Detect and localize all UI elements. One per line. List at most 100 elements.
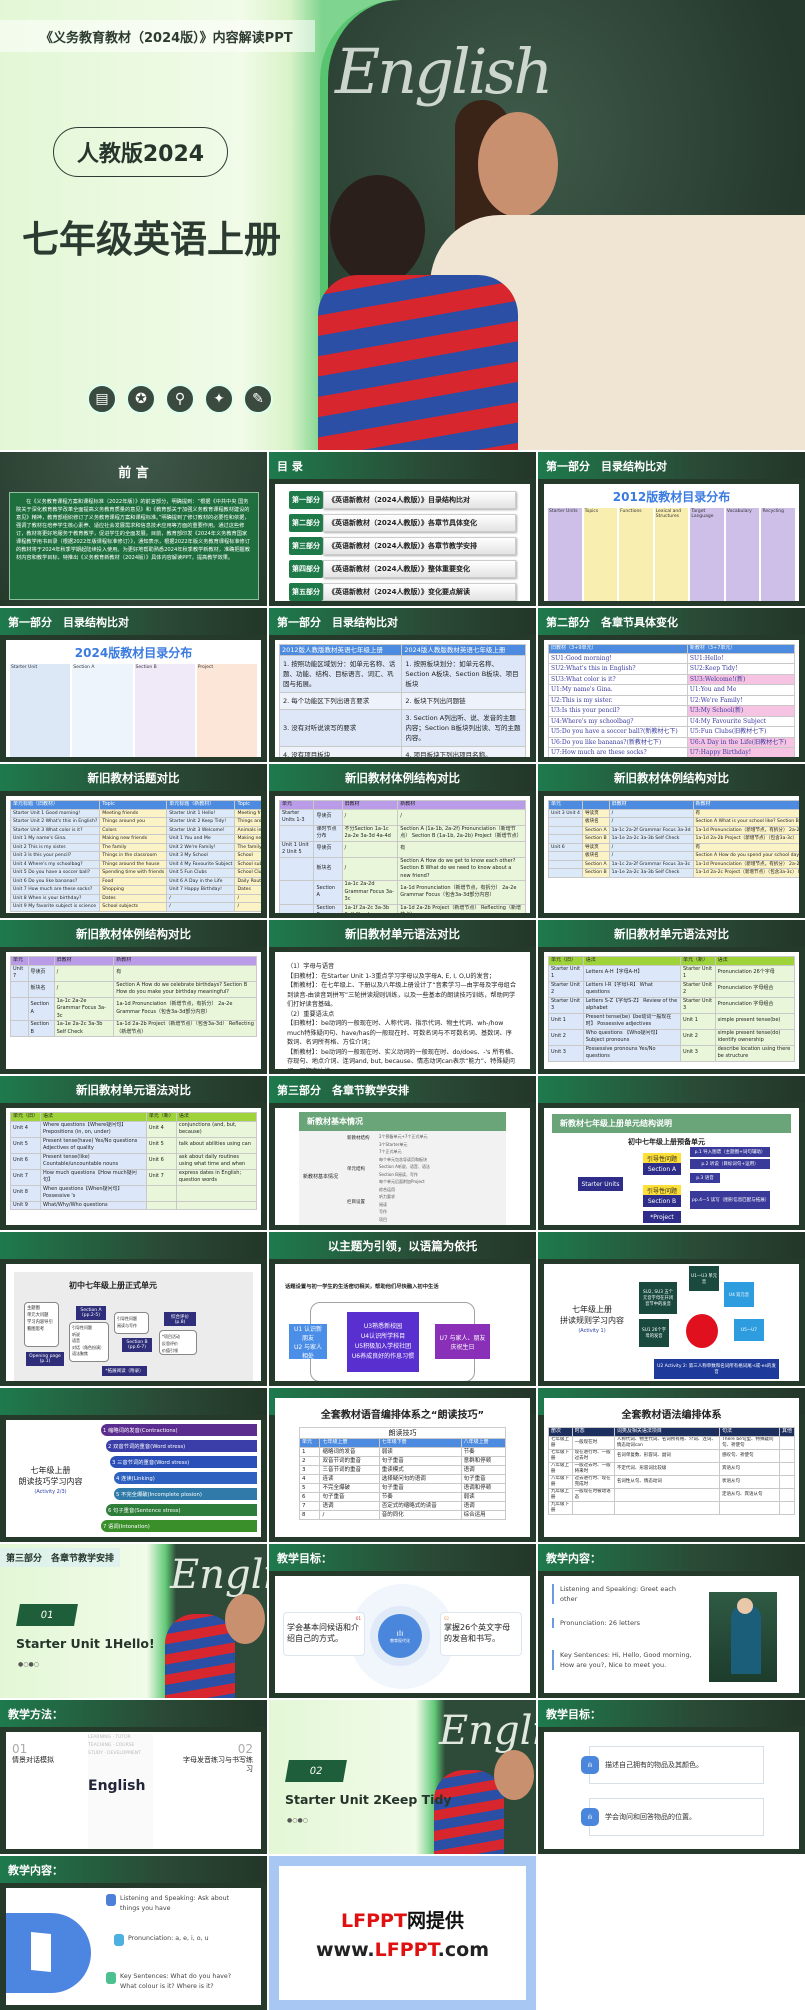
toc-item[interactable]: 第三部分《英语新教材（2024人教版）》各章节教学安排 [289,537,516,555]
slide-title: 第一部分 目录结构比对 [546,459,667,473]
table-cell: / [608,851,694,861]
toc-item[interactable]: 第五部分《英语新教材（2024人教版）》变化要点解读 [289,583,516,601]
table-cell: Unit 4 Where's my schoolbag? [9,859,101,869]
slide-thumbnail[interactable]: 前 言在《义务教育课程方案和课程标准（2022年版）》的前言部分，明确提到：“根… [0,452,267,606]
slide-thumbnail[interactable]: 第二部分 各章节具体变化旧教材（3+9单元）新教材（3+7单元）SU1:Good… [538,608,805,762]
column-header: 单元 [278,800,315,810]
slide-thumbnail[interactable]: 新旧教材单元语法对比（1）字母与语音【旧教材】：在Starter Unit 1-… [269,920,536,1074]
table-cell: 板块名 [313,856,343,881]
table-cell: Unit 5 [145,1136,177,1154]
slide-thumbnail[interactable]: 新教材七年级上册单元结构说明 初中七年级上册预备单元 Starter Units… [538,1076,805,1230]
toc-column: Lexical and Structures [654,508,689,601]
table-cell: School subjects [234,859,261,869]
url-suffix: .com [437,1938,490,1961]
slide-title: 以主题为引领，以语篇为依托 [327,1238,478,1253]
data-table: 册次时态词类及相关语法项目句法其他七年级上册一般现在时人称代词、物主代词、名词所… [548,1427,796,1515]
student-shirt [318,275,518,450]
column-header: 句法 [719,1427,780,1437]
slide-thumbnail[interactable]: 第三部分 各章节教学安排新教材基本情况 新教材基本情况 新教材结构单元结构栏目设… [269,1076,536,1230]
table-cell: 语调和停顿 [460,1482,507,1493]
toc-column: Project [196,664,257,757]
table-cell: / [234,902,261,912]
table-cell [571,1500,615,1515]
table-cell [548,825,583,835]
section-number: 01 [39,1609,55,1621]
table-row: 八年级上册一般过去时、一般将来时不定代词、形容词比较级宾语从句 [548,1461,796,1476]
mindmap-leaf: 2个预备单元+7个正式单元 [379,1134,428,1139]
table-cell: 综合运用 [460,1509,507,1520]
image-caption-line: LEARNING · TUTOR [88,1735,131,1740]
column-header: 语法 [582,956,681,966]
section-item: 引导性问题 [117,1316,137,1321]
section-b-box: Section B [643,1195,681,1207]
column-header: 新教材（3+7单元） [686,644,796,654]
table-cell: Unit 9 [9,1200,42,1210]
edition-badge: 人教版2024 [53,127,228,177]
table-row: 九年级下册 [548,1500,796,1515]
slide-header: 第二部分 各章节具体变化 [538,608,805,635]
table-cell [10,1020,29,1037]
slide-thumbnail[interactable]: 七年级上册拼读规则学习内容(Activity 1) SU2, SU3 五个元音字… [538,1232,805,1386]
slide-thumbnail[interactable]: 目 录第一部分《英语新教材（2024人教版）》目录结构比对第二部分《英语新教材（… [269,452,536,606]
title-slide: 《义务教育教材（2024版）》内容解读PPT 人教版2024 七年级英语上册 ▤… [0,0,805,450]
table-row: 板块名/Section A How do we get to know each… [278,856,526,881]
table-cell [548,851,583,861]
table-cell: 一般现在时被动语态 [571,1487,615,1502]
toc-item[interactable]: 第四部分《英语新教材（2024人教版）》整体重要变化 [289,560,516,578]
slide-thumbnail[interactable]: 初中七年级上册正式单元 主题图单元大问题学习内容导引看图思考 Opening p… [0,1232,267,1386]
starter-units-box: Starter Units [578,1177,623,1191]
column-header: 语法 [714,956,796,966]
mindmap-leaf: Section B阅读、写作 [379,1171,418,1177]
table-cell: Unit 3 [679,1044,716,1062]
table-cell: Unit 6 Do you like bananas? [9,876,101,886]
table-cell: Starter Unit 2 [679,980,716,998]
table-cell: Daily Routines [234,876,261,886]
slide-thumbnail[interactable]: 以主题为引领，以语篇为依托话题设置与初一学生的生活密切相关，帮助他们尽快融入初中… [269,1232,536,1386]
table-cell: 八年级上册 [548,1461,573,1476]
table-cell: SU2:What's this in English? [548,663,688,675]
table-cell: / [608,842,694,852]
slide-thumbnail[interactable]: 全套教材语法编排体系册次时态词类及相关语法项目句法其他七年级上册一般现在时人称代… [538,1388,805,1542]
content-item: Key Sentences: What do you have? What co… [106,1972,248,1991]
table-cell: 3. 没有对听说读写的要求 [278,709,403,747]
table-cell: 1a-1d Pronunciation（新增节点，有拆分） 2a-2e Gram… [692,859,799,869]
mindmap-root: 新教材基本情况 [303,1174,339,1180]
activity-2-box: U2 Activity 2: 第三人称单数和名词所有格词尾-s或-es的发音 [654,1359,779,1379]
slide-thumbnail[interactable]: 教学内容：Listening and Speaking: Greet each … [538,1544,805,1698]
table-cell: 弱读 [460,1491,507,1502]
slide-thumbnail[interactable]: 教学内容： Listening and Speaking: Ask about … [0,1856,267,2010]
slide-title: 教学内容： [546,1551,601,1565]
paragraph: 【旧教材】：在Starter Unit 1-3重点学习字母以及字母A, E, I… [287,972,496,980]
slide-thumbnail[interactable]: 七年级上册朗读技巧学习内容(Activity 2/3) 1 缩略词的发音(Con… [0,1388,267,1542]
table-cell: describe location using there be structu… [714,1044,796,1062]
table-cell: Starter Unit 3 Welcome! [166,825,236,835]
slide-header: 教学目标： [269,1544,536,1571]
toc-item[interactable]: 第二部分《英语新教材（2024人教版）》各章节具体变化 [289,514,516,532]
toc-item[interactable]: 第一部分《英语新教材（2024人教版）》目录结构比对 [289,491,516,509]
